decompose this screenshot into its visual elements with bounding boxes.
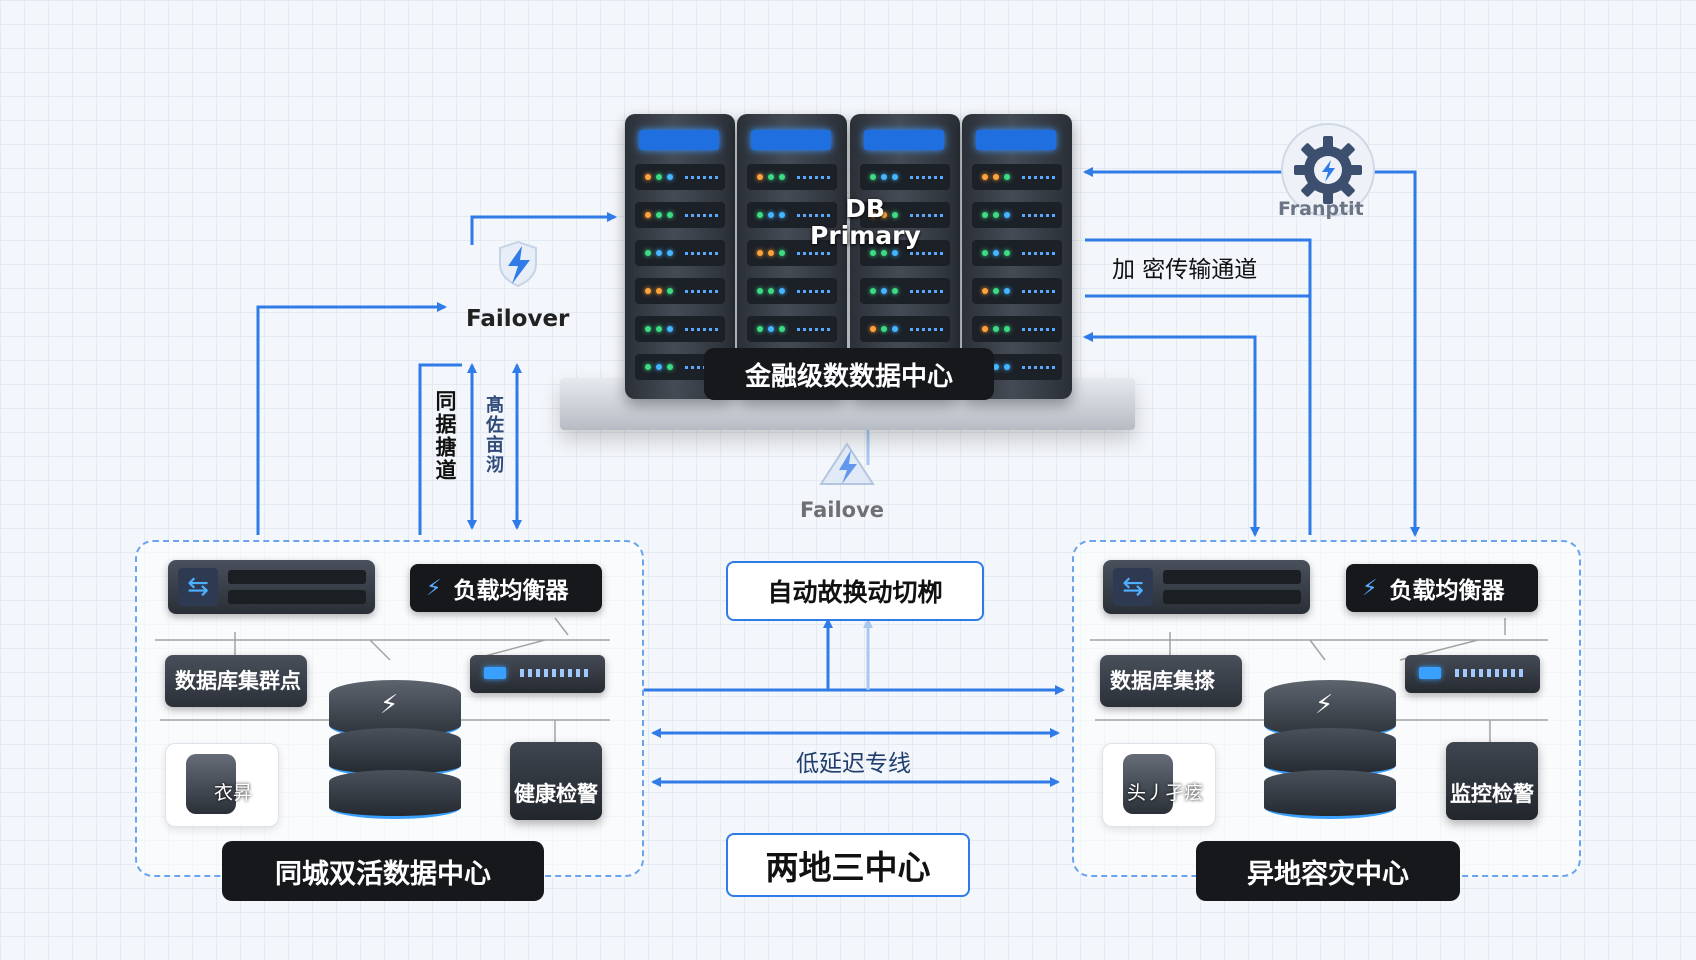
left-alarm-label: 健康检警 xyxy=(514,782,598,806)
left-db-stack: ⚡ xyxy=(320,680,470,830)
right-backup-drum xyxy=(1123,754,1173,814)
left-backup-drum xyxy=(186,754,236,814)
link-gear-down xyxy=(1388,170,1420,537)
right-alarm-label: 监控检警 xyxy=(1450,782,1534,806)
auto-failover-box: 自动故换动切栁 xyxy=(726,561,984,621)
db-primary-line1: DB xyxy=(845,194,885,223)
gear-node: Franptit xyxy=(1272,122,1382,232)
lightning-shield-icon xyxy=(499,240,537,288)
right-alarm: 监控检警 xyxy=(1446,742,1538,820)
db-primary-line2: Primary xyxy=(810,221,921,250)
lightning-icon: ⚡ xyxy=(426,575,442,601)
right-db-stack: ⚡ xyxy=(1255,680,1405,830)
failover-mid-label: Failove xyxy=(800,498,885,522)
db-lightning-icon: ⚡ xyxy=(1315,690,1334,720)
left-cluster-label: 数据库集群点 xyxy=(175,669,301,693)
router-icon: ⇆ xyxy=(1113,568,1153,606)
failover-mid: Failove xyxy=(795,440,915,522)
db-lightning-icon: ⚡ xyxy=(380,690,399,720)
right-router: ⇆ xyxy=(1103,560,1310,614)
right-load-balancer-label: 负载均衡器 xyxy=(1389,578,1505,604)
gear-icon xyxy=(1281,123,1375,217)
failover-top: Failover xyxy=(440,240,590,340)
db-primary-label: DB Primary xyxy=(810,194,921,250)
left-cluster: 数据库集群点 xyxy=(165,655,307,707)
gear-label: Franptit xyxy=(1278,198,1364,220)
failover-top-label: Failover xyxy=(466,306,570,332)
left-load-balancer: ⚡ 负载均衡器 xyxy=(410,564,602,612)
link-right-to-db xyxy=(1083,332,1260,537)
lightning-warning-icon xyxy=(819,442,875,485)
backup-channel-label: 髙佐亩沏 xyxy=(483,395,504,475)
link-left-to-failover xyxy=(256,302,447,535)
left-backup-label: 衣昇 xyxy=(214,782,253,804)
right-cluster-label: 数据库集搽 xyxy=(1110,669,1215,693)
left-backup-tile: 衣昇 xyxy=(165,743,279,827)
right-cluster: 数据库集搽 xyxy=(1100,655,1242,707)
right-dc-title: 异地容灾中心 xyxy=(1196,841,1460,901)
two-sites-three-centers-box: 两地三中心 xyxy=(726,833,970,897)
low-latency-label: 低延迟专线 xyxy=(796,751,911,777)
left-dc-title: 同城双活数据中心 xyxy=(222,841,544,901)
sync-channel-label: 同据搪道 xyxy=(433,390,457,482)
left-switch xyxy=(470,655,605,693)
lightning-icon: ⚡ xyxy=(1362,575,1378,601)
left-alarm: 健康检警 xyxy=(510,742,602,820)
right-backup-tile: 头丿孑痃 xyxy=(1102,743,1216,827)
left-load-balancer-label: 负载均衡器 xyxy=(453,578,569,604)
left-router: ⇆ xyxy=(168,560,375,614)
right-switch xyxy=(1405,655,1540,693)
right-backup-label: 头丿孑痃 xyxy=(1127,782,1204,804)
db-primary-title: 金融级数数据中心 xyxy=(704,348,994,400)
right-load-balancer: ⚡ 负载均衡器 xyxy=(1346,564,1538,612)
encrypted-channel-label: 加 密传输通道 xyxy=(1112,257,1258,283)
router-icon: ⇆ xyxy=(178,568,218,606)
